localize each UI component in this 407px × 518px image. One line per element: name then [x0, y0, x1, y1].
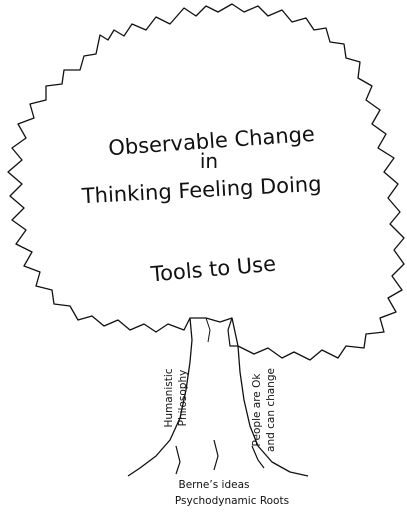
root-label-bernes-ideas: Berne’s ideas	[178, 479, 249, 491]
tree-trunk-right-edge	[237, 345, 309, 477]
tree-trunk-crease	[205, 317, 211, 343]
tree-root-right	[251, 445, 265, 469]
canopy-line-in: in	[200, 149, 218, 173]
canopy-line-tools-to-use: Tools to Use	[149, 252, 277, 287]
trunk-label-philosophy: Philosophy	[177, 370, 189, 427]
trunk-label-humanistic: Humanistic	[163, 368, 175, 427]
trunk-label-right: People are Ok and can change	[251, 368, 277, 452]
tree-root-middle	[213, 439, 219, 471]
trunk-label-left: Humanistic Philosophy	[163, 368, 189, 427]
root-label-psychodynamic-roots: Psychodynamic Roots	[175, 495, 289, 507]
tree-trunk-fork	[227, 317, 238, 347]
tree-root-left	[175, 445, 181, 475]
canopy-line-thinking-feeling-doing: Thinking Feeling Doing	[80, 172, 322, 209]
trunk-label-people-ok: People are Ok	[251, 373, 263, 447]
tree-trunk-left-edge	[127, 317, 193, 477]
tree-canopy-outline	[7, 3, 405, 361]
trunk-label-can-change: and can change	[265, 368, 277, 452]
